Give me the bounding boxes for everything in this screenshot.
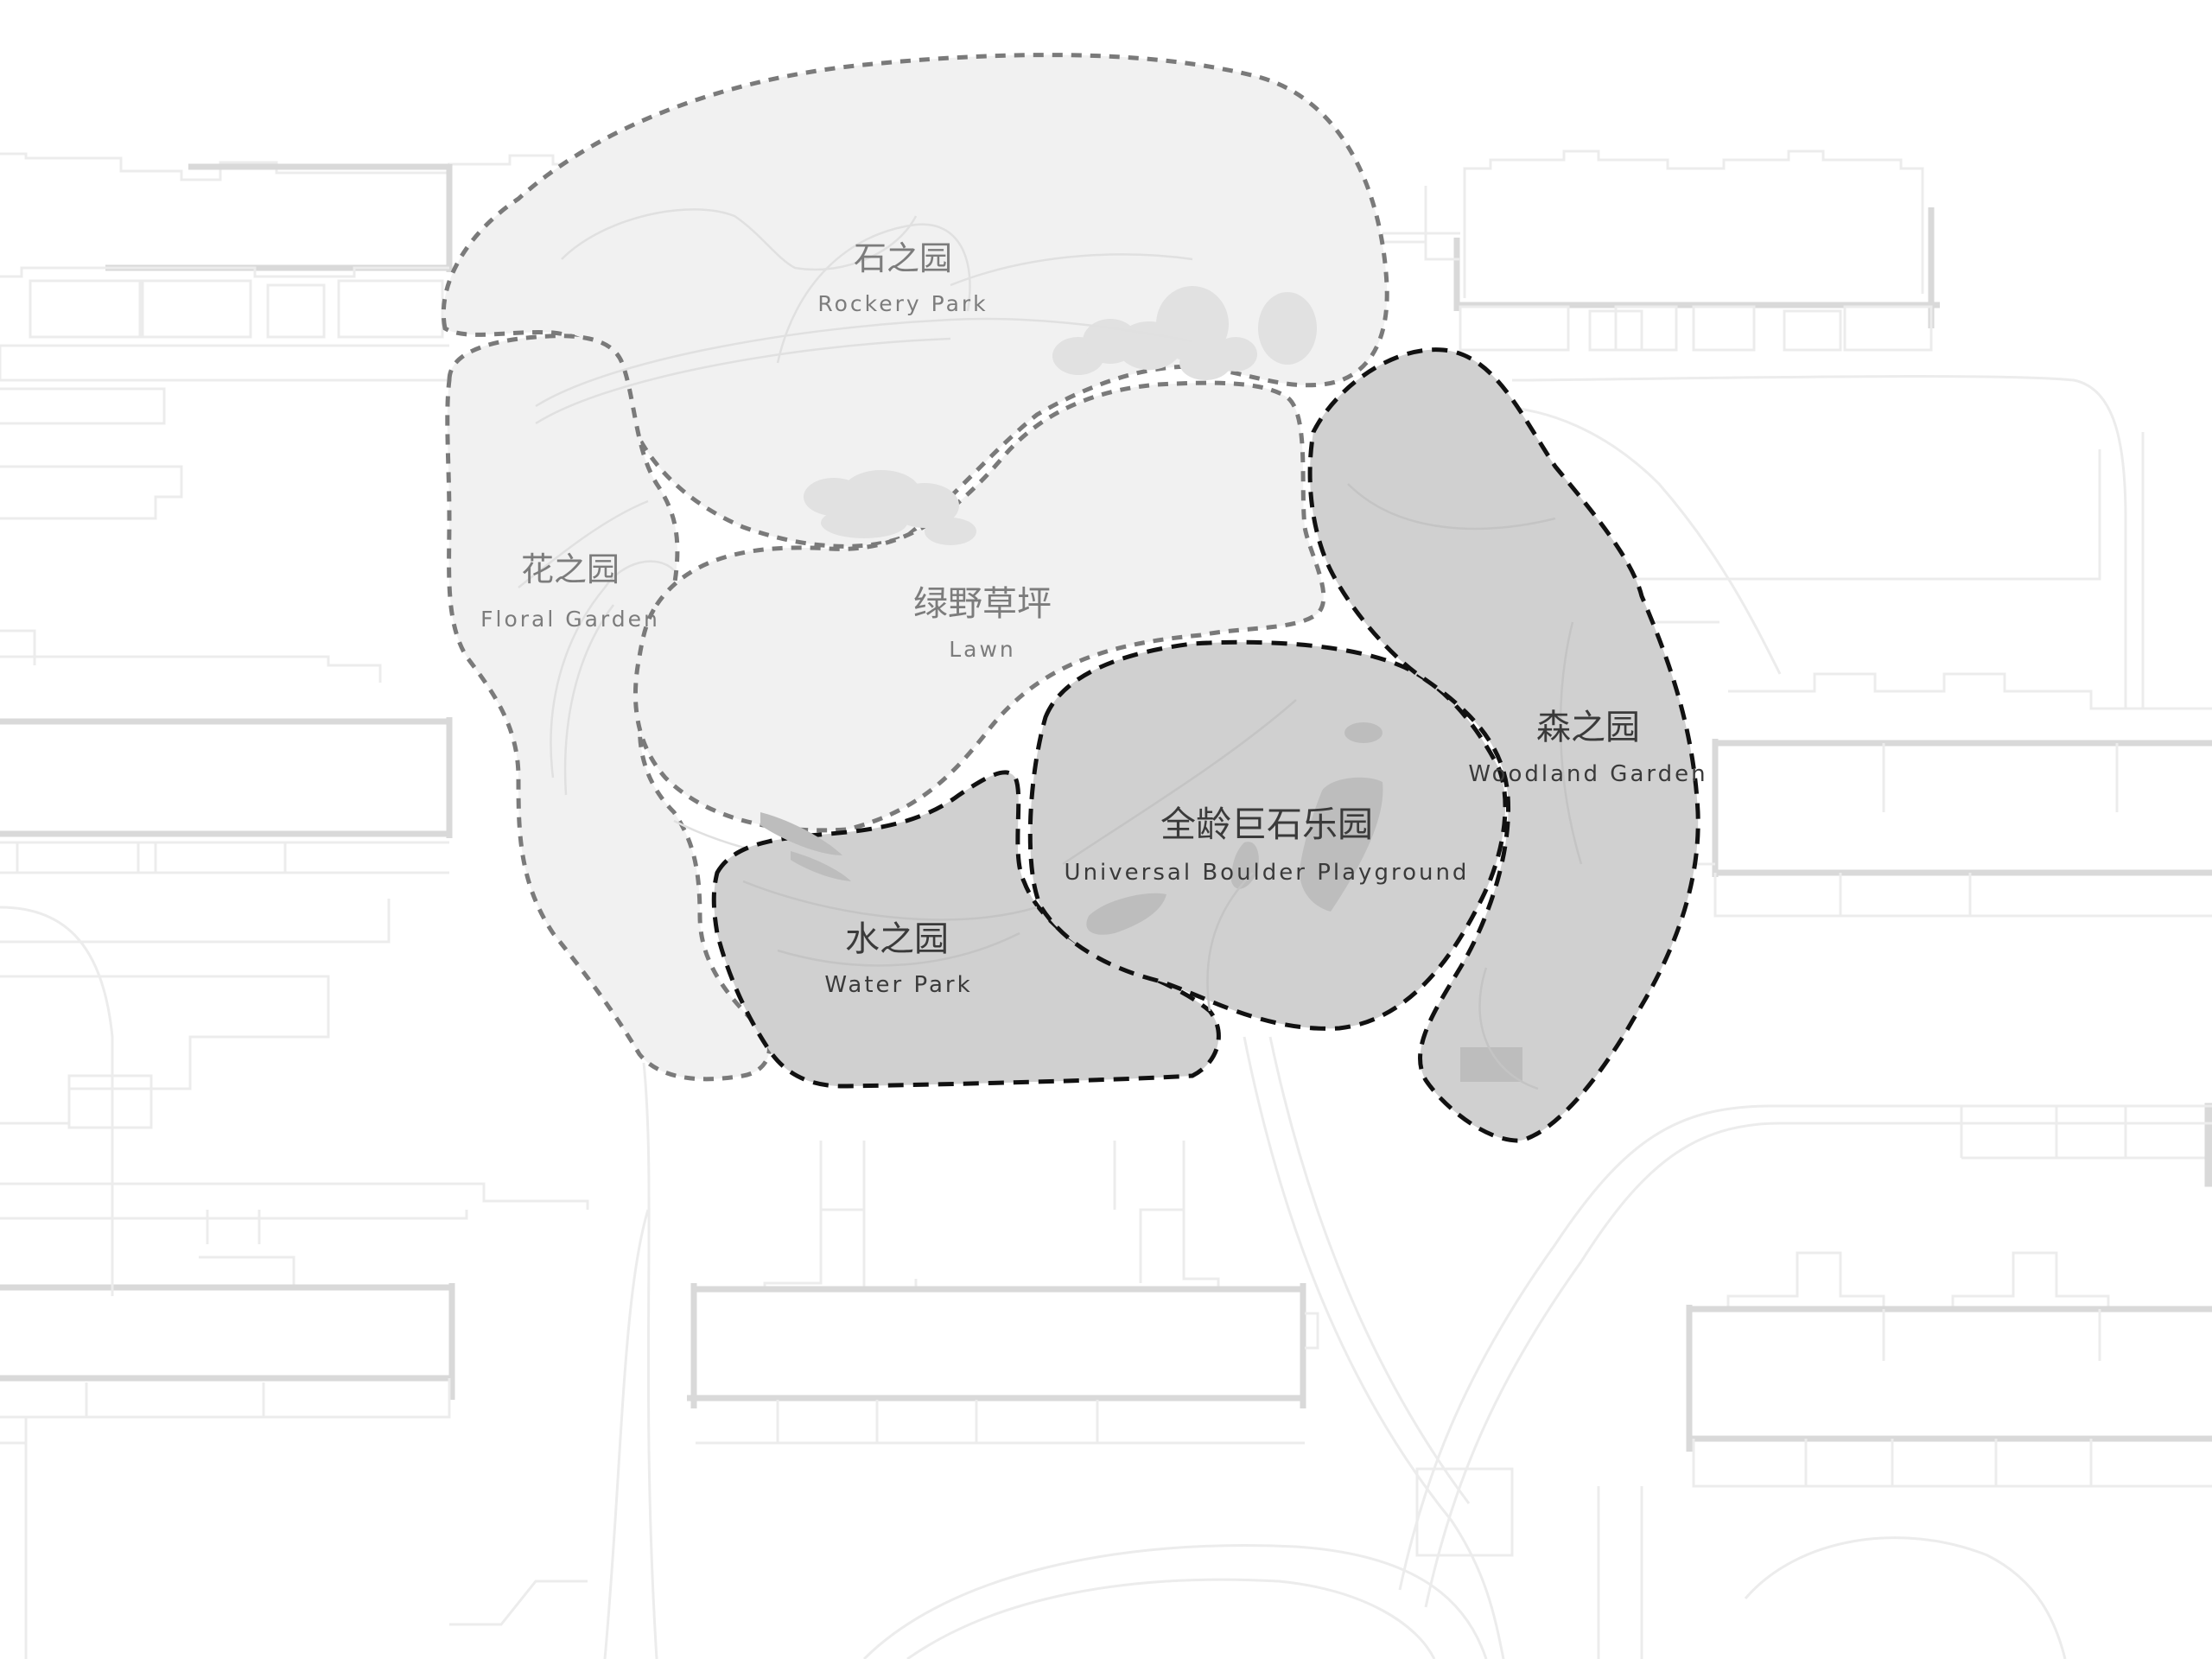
label-lawn: 绿野草坪 Lawn: [913, 584, 1052, 662]
zone-woodland-garden[interactable]: [1307, 347, 1700, 1143]
zone-name-en: Lawn: [949, 637, 1016, 662]
zone-name-zh: 森之园: [1536, 708, 1640, 747]
building-top-left: [0, 152, 639, 382]
building-left-middle: [0, 387, 453, 1129]
zone-name-en: Woodland Garden: [1468, 761, 1707, 787]
building-right-middle: [1616, 449, 2212, 918]
building-right-edge: [1960, 1103, 2212, 1187]
building-top-right: [1382, 149, 1940, 352]
label-woodland-garden: 森之园 Woodland Garden: [1468, 708, 1707, 787]
zone-name-zh: 水之园: [845, 919, 949, 959]
roads: [0, 375, 2212, 1659]
zone-name-en: Universal Boulder Playground: [1065, 860, 1470, 886]
zone-name-en: Water Park: [824, 972, 972, 998]
building-bottom-center: [687, 1141, 1319, 1445]
rock-cluster-lawn: [804, 470, 976, 545]
label-universal-boulder-playground: 全龄巨石乐园 Universal Boulder Playground: [1065, 804, 1470, 886]
dark-zone-paths: [742, 483, 1583, 1090]
zone-name-zh: 绿野草坪: [913, 584, 1052, 624]
zone-rockery-park[interactable]: [441, 53, 1389, 549]
label-floral-garden: 花之园 Floral Garden: [480, 550, 660, 632]
building-bottom-left: [0, 1182, 589, 1659]
zone-name-zh: 全龄巨石乐园: [1160, 804, 1373, 845]
zone-name-zh: 花之园: [521, 550, 620, 588]
zone-universal-boulder-playground[interactable]: [1027, 639, 1508, 1031]
background-site-linework: [0, 149, 2212, 1659]
building-bottom-right: [1686, 1251, 2212, 1488]
zone-name-en: Floral Garden: [480, 607, 660, 632]
label-water-park: 水之园 Water Park: [824, 919, 972, 998]
water-park-streams: [760, 812, 851, 881]
zone-floral-garden[interactable]: [445, 334, 772, 1082]
zone-name-zh: 石之园: [854, 239, 952, 277]
zone-name-en: Rockery Park: [817, 291, 988, 316]
label-rockery-park: 石之园 Rockery Park: [817, 239, 988, 316]
zone-lawn[interactable]: [632, 380, 1326, 833]
zone-water-park[interactable]: [711, 770, 1221, 1089]
